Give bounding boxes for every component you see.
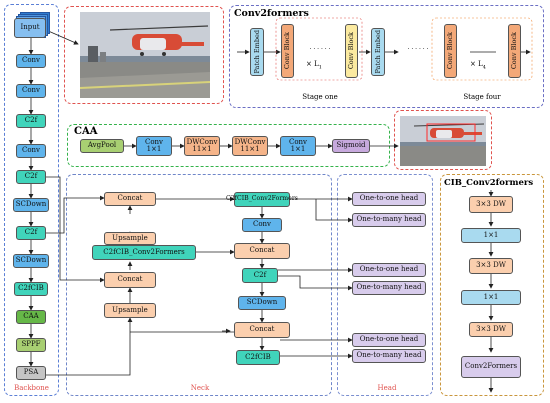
stage-four-conv-block-a: Conv Block (444, 24, 457, 78)
backbone-input: Input (14, 18, 46, 38)
stage-one-conv-block-b: Conv Block (345, 24, 358, 78)
stage-one-dots: · · · · · · (309, 46, 331, 53)
head-one-to-one-3: One-to-one head (352, 333, 426, 347)
helicopter-photo-detected (400, 116, 486, 166)
caa-conv-1: Conv 1×1 (136, 136, 172, 156)
stage-four-repeat: × L4 (470, 60, 486, 70)
conv-block-a-label: Conv Block (283, 32, 292, 70)
patch-embed-2-label: Patch Embed (373, 30, 382, 74)
helicopter-photo-top (80, 12, 210, 98)
stage-one-conv-block-a: Conv Block (281, 24, 294, 78)
neck-frame (66, 174, 332, 396)
caa-title: CAA (74, 126, 98, 137)
neck-concat-3: Concat (234, 243, 290, 259)
head-one-to-many-1: One-to-many head (352, 213, 426, 227)
neck-label: Neck (190, 384, 210, 392)
backbone-scdown-2: SCDown (13, 254, 49, 268)
cib-dw-2: 3×3 DW (469, 258, 513, 274)
neck-concat-2: Concat (104, 272, 156, 288)
conv-block-c-label: Conv Block (446, 32, 455, 70)
cib-pw-2: 1×1 (461, 290, 521, 305)
backbone-sppf: SPPF (16, 338, 46, 352)
stage-one-repeat: × L1 (306, 60, 322, 70)
backbone-conv-3: Conv (16, 144, 46, 158)
conv-block-b-label: Conv Block (347, 32, 356, 70)
backbone-conv-2: Conv (16, 84, 46, 98)
stage-four-repeat-sub: 4 (482, 64, 486, 71)
head-one-to-one-2: One-to-one head (352, 263, 426, 277)
backbone-c2f-3: C2f (16, 226, 46, 240)
caa-frame (67, 124, 390, 167)
cib-title: CIB_Conv2formers (444, 178, 534, 188)
conv2formers-title: Conv2formers (234, 8, 309, 19)
photo-frame-right (394, 110, 492, 170)
cib-frame (440, 174, 544, 396)
backbone-frame (4, 4, 59, 396)
input-stack: Input (14, 12, 50, 40)
patch-embed-1-label: Patch Embed (252, 30, 261, 74)
neck-concat-1: Concat (104, 192, 156, 206)
helicopter-photo-right (400, 116, 486, 166)
patch-embed-1: Patch Embed (250, 28, 264, 76)
neck-upsample-1: Upsample (104, 232, 156, 245)
cib-pw-1: 1×1 (461, 228, 521, 243)
head-label: Head (377, 384, 397, 392)
neck-c2f: C2f (242, 268, 278, 283)
neck-concat-4: Concat (234, 322, 290, 338)
head-frame (337, 174, 433, 396)
between-stage-dots: · · · · · · (407, 46, 429, 53)
photo-frame-top (64, 6, 224, 104)
neck-upsample-2: Upsample (104, 303, 156, 318)
stage-one-repeat-sub: 1 (318, 64, 322, 71)
caa-dwconv-1: DWConv 11×1 (184, 136, 220, 156)
backbone-label: Backbone (14, 384, 49, 392)
head-one-to-many-2: One-to-many head (352, 281, 426, 295)
neck-c2fcib-conv2formers-2: C2fCIB_Conv2Formers (92, 245, 196, 260)
caa-avgpool: AvgPool (80, 139, 124, 153)
conv-block-d-label: Conv Block (510, 32, 519, 70)
stage-one-repeat-label: × L (306, 60, 319, 68)
helicopter-photo-image (80, 12, 210, 98)
conv2formers-frame (229, 5, 544, 108)
patch-embed-2: Patch Embed (371, 28, 385, 76)
caa-conv-2: Conv 1×1 (280, 136, 316, 156)
backbone-psa: PSA (16, 366, 46, 380)
backbone-caa: CAA (16, 310, 46, 324)
neck-conv: Conv (242, 218, 282, 232)
cib-dw-1: 3×3 DW (469, 196, 513, 213)
head-one-to-one-1: One-to-one head (352, 192, 426, 206)
neck-c2fcib: C2fCIB (236, 350, 280, 365)
backbone-c2f-1: C2f (16, 114, 46, 128)
head-one-to-many-3: One-to-many head (352, 349, 426, 363)
cib-dw-3: 3×3 DW (469, 322, 513, 337)
caa-sigmoid: Sigmoid (332, 139, 370, 153)
backbone-c2fcib: C2fCIB (14, 282, 48, 296)
neck-c2fcib-conv2formers-1: C2fCIB_Conv2Formers (226, 192, 298, 207)
backbone-c2f-2: C2f (16, 170, 46, 184)
neck-scdown: SCDown (238, 296, 286, 310)
stage-four-label: Stage four (463, 93, 501, 101)
backbone-scdown-1: SCDown (13, 198, 49, 212)
stage-four-repeat-label: × L (470, 60, 483, 68)
caa-dwconv-2: DWConv 11×1 (232, 136, 268, 156)
backbone-conv-1: Conv (16, 54, 46, 68)
stage-one-label: Stage one (302, 93, 338, 101)
stage-four-conv-block-b: Conv Block (508, 24, 521, 78)
cib-conv2formers: Conv2Formers (461, 356, 521, 378)
